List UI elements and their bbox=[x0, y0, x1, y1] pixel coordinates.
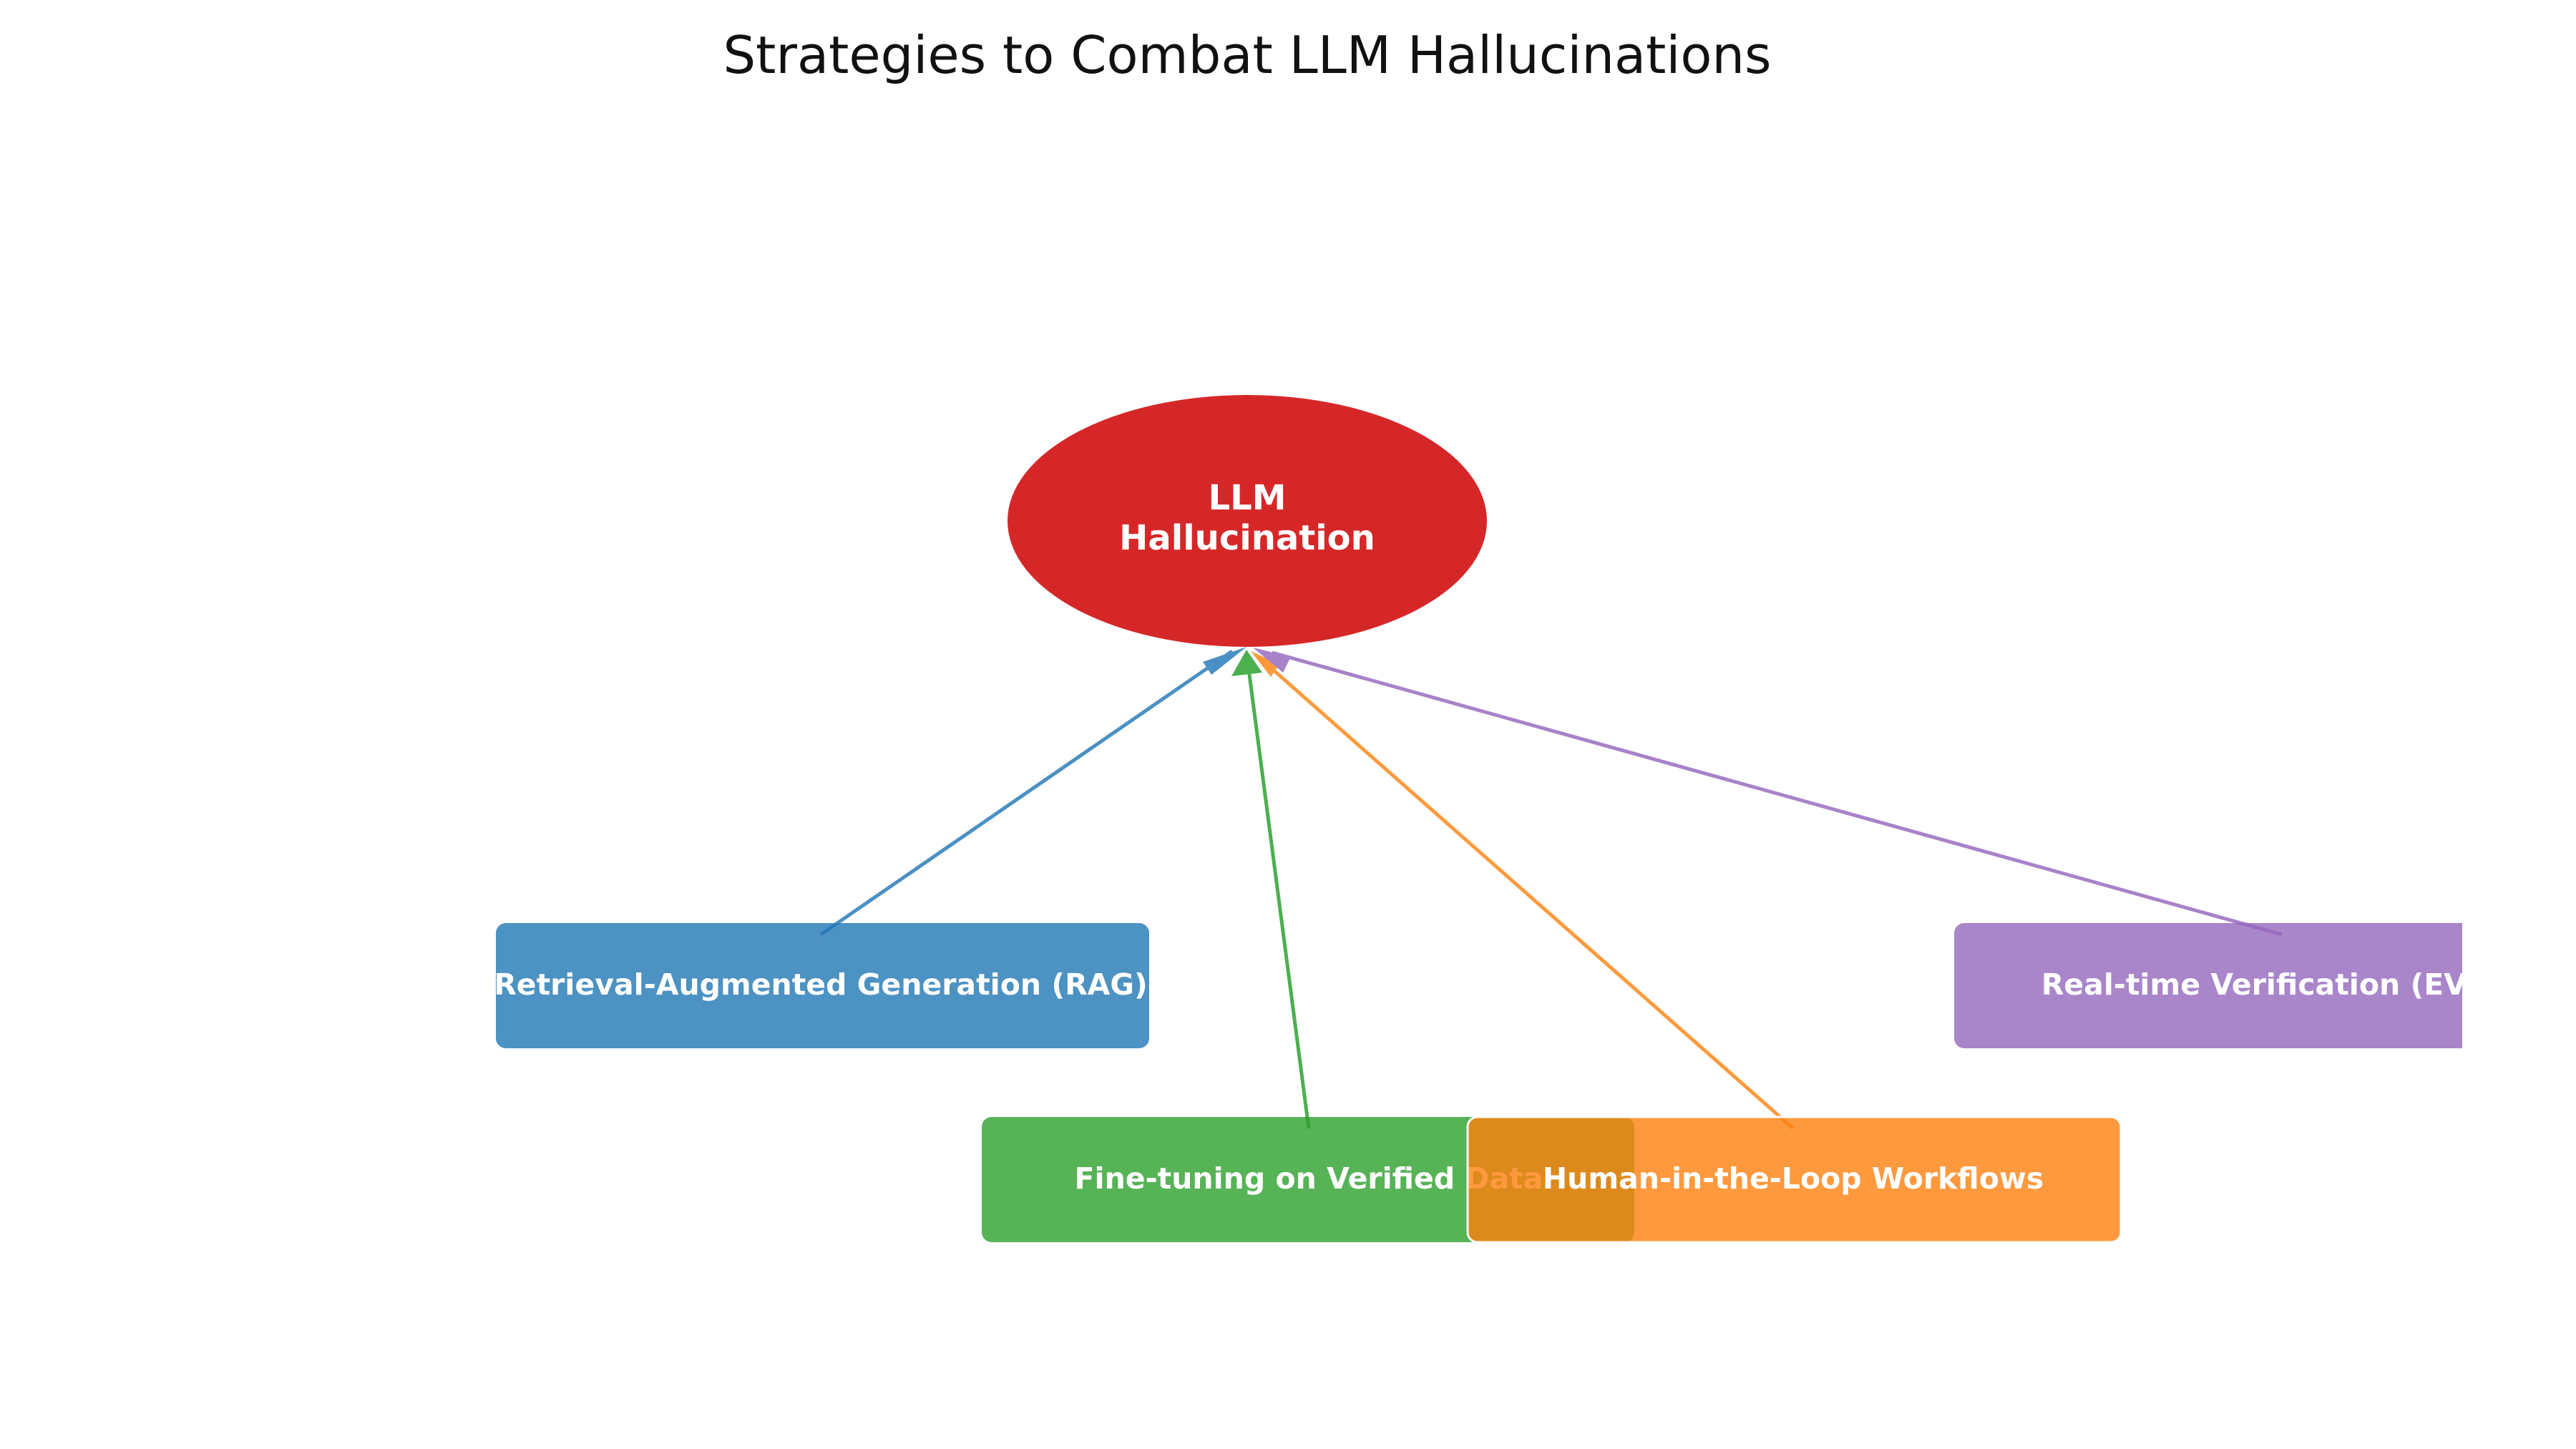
strategy-label-rag: Retrieval-Augmented Generation (RAG) bbox=[494, 967, 1148, 1002]
strategy-box-rag bbox=[496, 923, 1149, 1048]
arrowhead-rag bbox=[1203, 647, 1246, 675]
arrow-rag-to-hallucination bbox=[819, 649, 1234, 937]
arrowhead-finetune bbox=[1231, 650, 1262, 676]
center-node-label-line1: LLM bbox=[1209, 478, 1287, 518]
arrow-hitl-to-hallucination bbox=[1265, 663, 1795, 1130]
arrowhead-ever bbox=[1253, 648, 1291, 673]
strategy-label-hitl: Human-in-the-Loop Workflows bbox=[1543, 1161, 2044, 1196]
strategy-label-ever: Real-time Verification (EVER) bbox=[2041, 967, 2523, 1002]
arrow-finetune-to-hallucination bbox=[1246, 668, 1311, 1129]
arrowhead-hitl bbox=[1251, 651, 1279, 677]
arrow-ever-to-hallucination bbox=[1272, 650, 2283, 937]
strategy-label-finetune: Fine-tuning on Verified Data bbox=[1075, 1161, 1543, 1196]
center-node-llm-hallucination bbox=[1008, 395, 1487, 647]
center-node-label-line2: Hallucination bbox=[1119, 518, 1375, 558]
strategy-box-ever bbox=[1954, 923, 2462, 1048]
diagram-title: Strategies to Combat LLM Hallucinations bbox=[723, 25, 1771, 85]
strategy-box-hitl bbox=[1466, 1116, 2122, 1244]
